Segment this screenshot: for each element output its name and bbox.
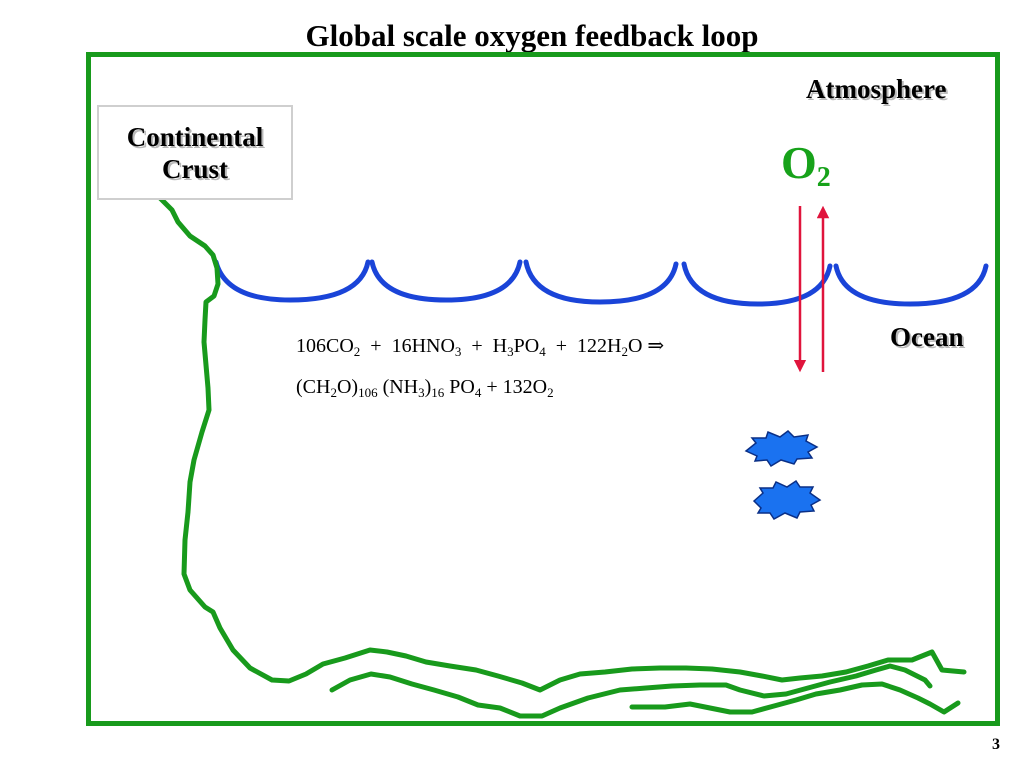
equation-term: (CH	[296, 376, 331, 398]
equation-term: 106CO	[296, 335, 354, 357]
phytoplankton-icon	[752, 479, 822, 520]
equation-subscript: 3	[418, 385, 425, 400]
equation-subscript: 16	[431, 385, 445, 400]
oxygen-subscript: 2	[816, 162, 831, 193]
wave-3	[523, 259, 679, 305]
equation-term: O)	[336, 376, 359, 398]
oxygen-label: O2	[781, 136, 831, 194]
equation-subscript: 2	[330, 385, 337, 400]
photosynthesis-equation-line-2: (CH2O)106 (NH3)16 PO4 + 132O2	[296, 376, 554, 401]
equation-term: (NH	[377, 376, 419, 398]
equation-term: PO	[444, 376, 475, 398]
phytoplankton-icon	[744, 430, 819, 468]
slide-title: Global scale oxygen feedback loop	[305, 18, 759, 53]
equation-term: + H	[461, 335, 508, 357]
ocean-label: Ocean	[890, 322, 964, 352]
equation-term: + 16HNO	[360, 335, 455, 357]
equation-term: PO	[513, 335, 540, 357]
wave-4	[681, 261, 833, 307]
page-number: 3	[992, 736, 1000, 753]
continental-crust-label-box: Continental Crust	[97, 105, 293, 200]
equation-subscript: 2	[547, 385, 554, 400]
continental-label: Continental	[126, 121, 264, 152]
equation-term: )	[424, 376, 432, 398]
equation-subscript: 3	[454, 344, 462, 359]
diagram-frame	[86, 52, 1000, 726]
equation-term: + 132O	[481, 376, 548, 398]
equation-subscript: 3	[507, 344, 514, 359]
photosynthesis-equation-line-1: 106CO2 + 16HNO3 + H3PO4 + 122H2O ⇒	[296, 333, 664, 360]
oxygen-symbol: O	[781, 137, 817, 188]
wave-1	[213, 259, 371, 303]
continental-crust-outline	[100, 185, 967, 719]
wave-2	[369, 259, 523, 303]
crust-label: Crust	[162, 153, 228, 184]
ocean-surface-waves	[213, 259, 989, 307]
wave-5	[833, 263, 989, 307]
equation-subscript: 4	[539, 344, 546, 359]
equation-subscript: 106	[358, 385, 378, 400]
equation-subscript: 2	[353, 344, 361, 359]
equation-term: + 122H	[545, 335, 622, 357]
oxygen-exchange-arrows	[793, 205, 830, 373]
equation-subscript: 2	[621, 344, 628, 359]
equation-subscript: 4	[474, 385, 482, 400]
atmosphere-label: Atmosphere	[806, 74, 947, 104]
phytoplankton-icons	[744, 430, 822, 520]
equation-term: O ⇒	[627, 335, 665, 357]
